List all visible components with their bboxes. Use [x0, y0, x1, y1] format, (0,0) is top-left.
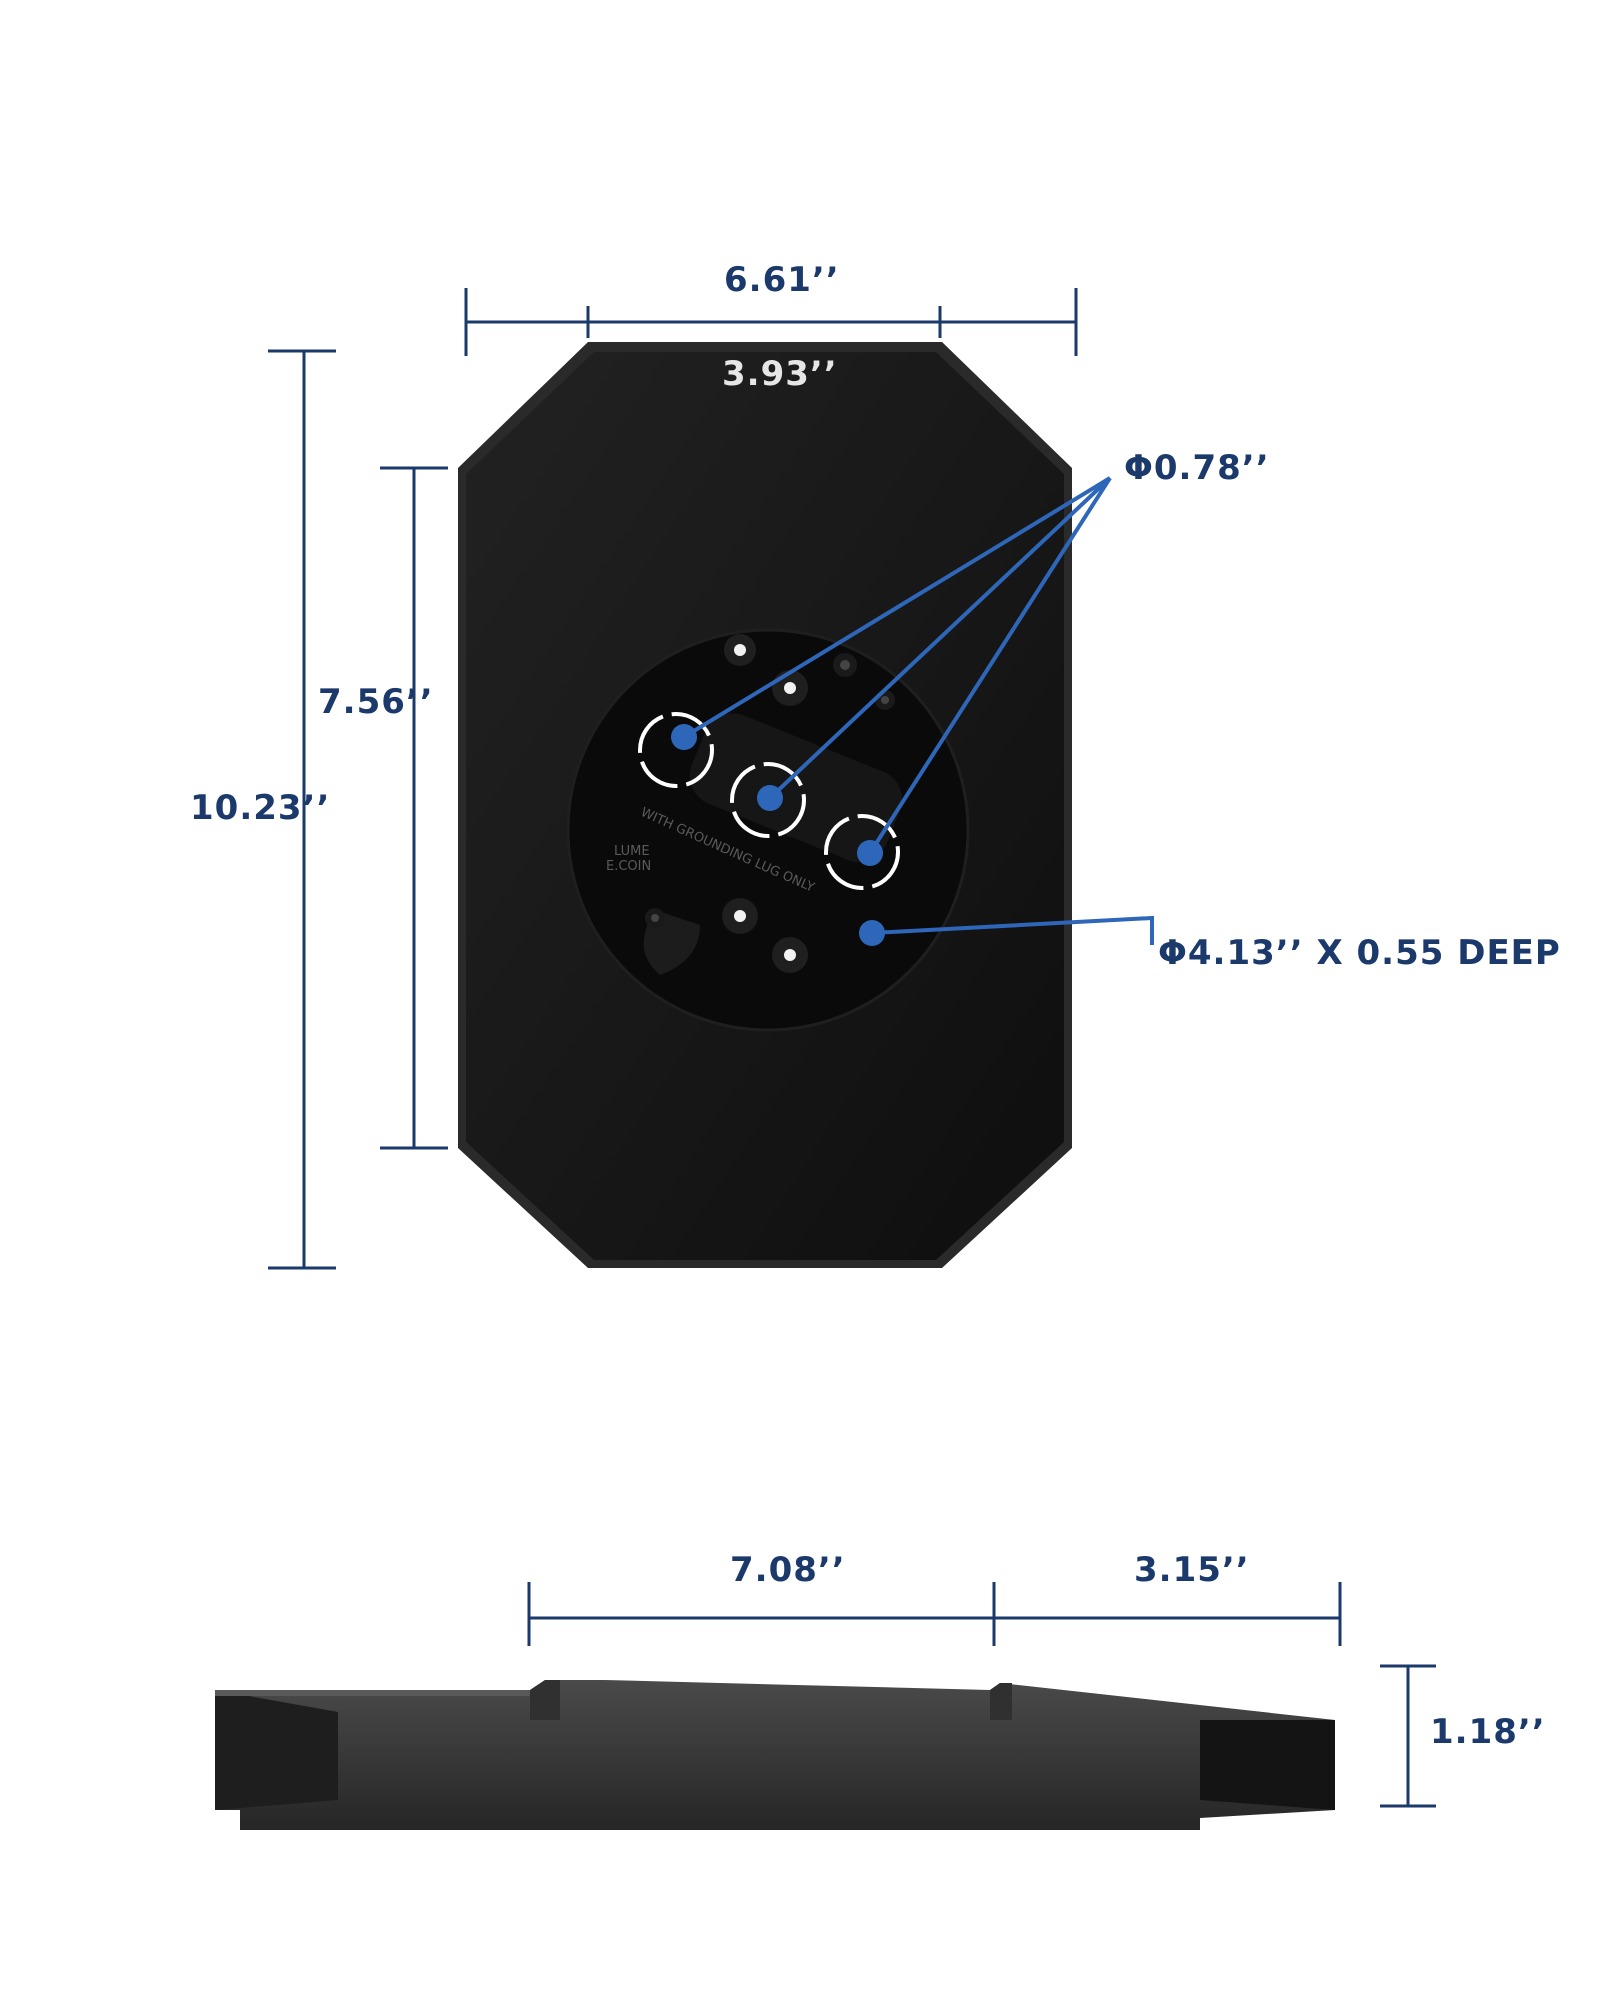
center-bridge: [689, 713, 903, 863]
profile-right-chamfer: [1200, 1720, 1335, 1810]
profile-left-chamfer: [215, 1690, 338, 1810]
profile-height-label: 1.18’’: [1430, 1712, 1546, 1752]
side-profile-view: [215, 1680, 1335, 1830]
overall-height-label: 10.23’’: [190, 788, 331, 828]
side-flat-height-label: 7.56’’: [318, 682, 434, 722]
side-embossed-text-2: E.COIN: [606, 859, 651, 874]
knockout-diameter-label: Φ0.78’’: [1124, 448, 1270, 488]
profile-step: [530, 1680, 560, 1720]
profile-length-label: 7.08’’: [730, 1550, 846, 1590]
front-view-plate: WITH GROUNDING LUG ONLY LUME E.COIN: [458, 342, 1072, 1268]
profile-body: [215, 1680, 1335, 1830]
profile-top-ridge: [215, 1690, 530, 1696]
center-recess: [566, 628, 970, 1032]
side-embossed-text-1: LUME: [614, 844, 650, 859]
screw-holes: [645, 634, 895, 973]
callout-lines: [682, 476, 1154, 945]
profile-overhang-label: 3.15’’: [1134, 1550, 1250, 1590]
recess-label: Φ4.13’’ X 0.55 DEEP: [1158, 933, 1561, 973]
overall-width-label: 6.61’’: [724, 260, 840, 300]
profile-dimension-lines: [527, 1582, 1436, 1808]
top-flat-width-label: 3.93’’: [722, 354, 838, 394]
front-dimension-lines: [268, 288, 1078, 1270]
profile-step-right: [990, 1683, 1012, 1720]
